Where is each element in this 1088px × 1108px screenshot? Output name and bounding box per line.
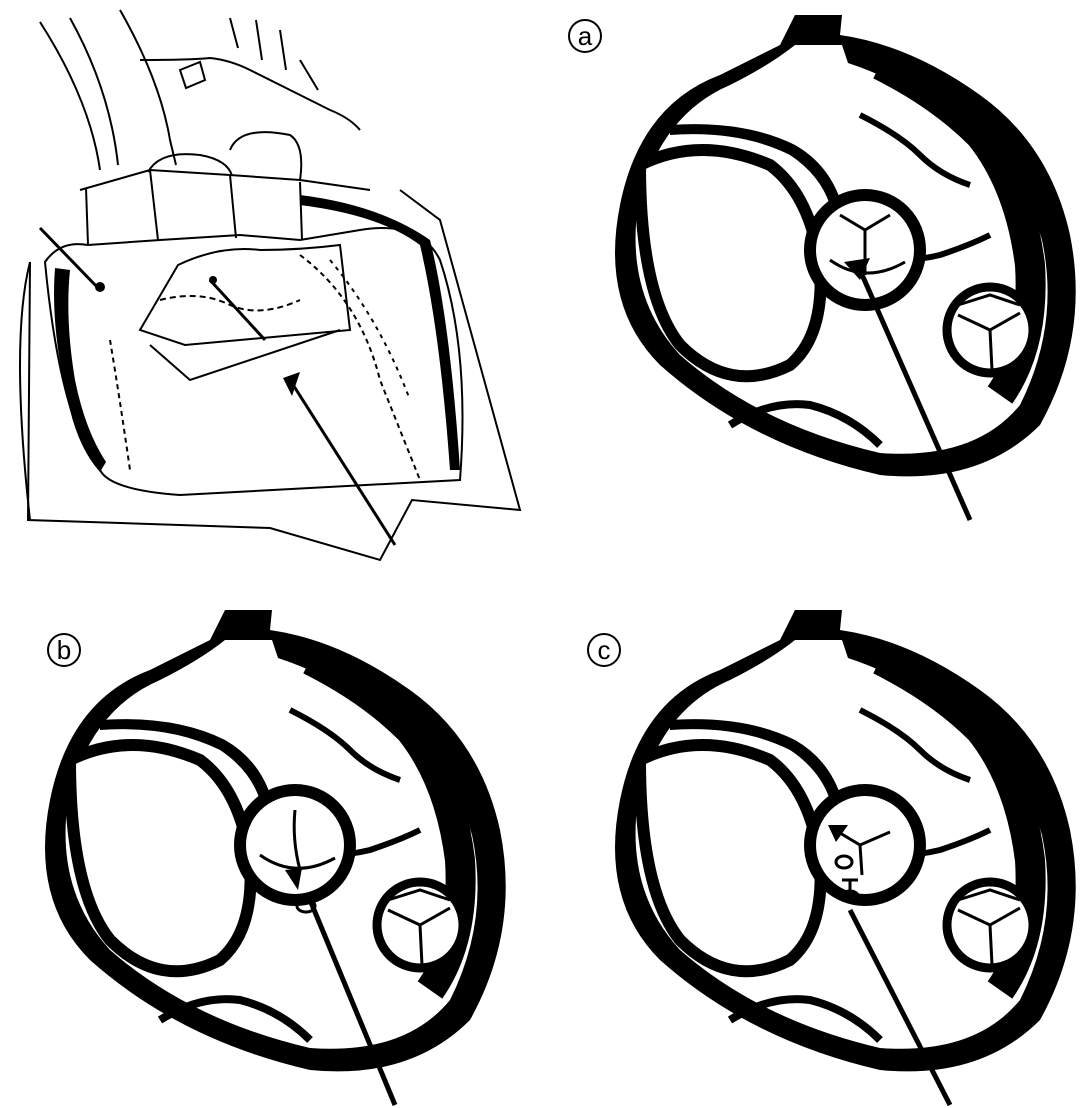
heart-sketch-drawing	[0, 0, 540, 570]
cross-section-a-panel: a	[560, 0, 1088, 540]
heart-sketch-panel	[0, 0, 540, 570]
cross-section-c-panel: c	[560, 580, 1088, 1108]
cross-section-b-drawing: b	[0, 580, 540, 1108]
cross-section-c-drawing: c	[560, 580, 1088, 1108]
panel-label-c: c	[598, 635, 611, 665]
cross-section-a-drawing: a	[560, 0, 1088, 540]
cross-section-b-panel: b	[0, 580, 540, 1108]
panel-label-b: b	[57, 635, 71, 665]
panel-label-a: a	[578, 21, 593, 51]
